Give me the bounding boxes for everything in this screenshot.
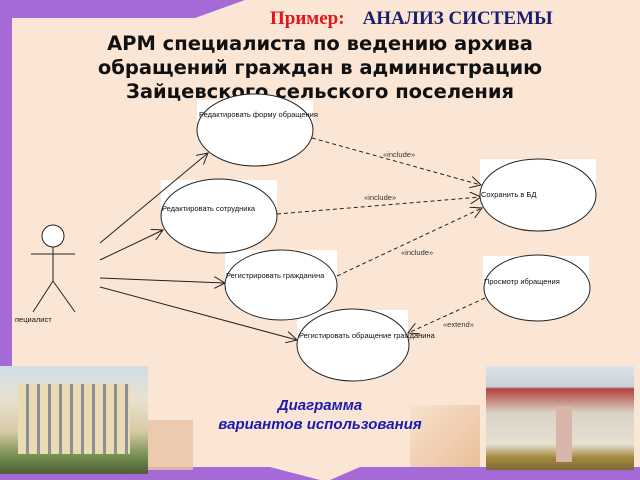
slide-caption: Диаграмма вариантов использования [180,396,460,434]
caption-line: вариантов использования [218,416,422,433]
use-case-uc4[interactable] [296,308,410,382]
title-line: обращений граждан в администрацию [97,56,543,79]
extend-label: «extend» [443,320,474,329]
section-title: АНАЛИЗ СИСТЕМЫ [362,8,553,29]
include-label: «include» [364,193,396,202]
use-case-label: Редактировать сотрудника [162,204,256,213]
keyboard-globe-image [148,420,193,470]
building-photo-left [0,366,148,474]
slide-header: Пример: АНАЛИЗ СИСТЕМЫ [270,8,553,30]
use-case-label: Сохранить в БД [481,190,536,199]
use-case-uc5[interactable] [479,158,597,232]
include-uc3-uc5 [336,208,482,277]
use-case-uc2[interactable] [160,178,278,254]
use-case-uc3[interactable] [224,249,338,321]
use-case-label: Регистрировать гражданина [226,271,325,280]
caption-line: Диаграмма [277,397,363,414]
bottom-band-right [330,467,640,480]
actor-label: пециалист [15,315,52,324]
actor-icon [31,224,76,313]
use-case-label: Просмотр ибращения [484,277,560,286]
building-photo-right [486,366,634,470]
title-line: Зайцевского сельского поселения [125,80,515,103]
chart-papers-image [410,405,480,467]
slide-title: АРМ специалиста по ведению архива обраще… [40,32,600,104]
use-case-label: Регистировать обращение гражданина [299,331,436,340]
extend-uc6-uc4 [408,297,486,333]
include-label: «include» [401,248,433,257]
association-uc1 [99,153,208,244]
use-case-uc6[interactable] [483,254,591,322]
association-uc4 [99,286,297,340]
include-uc2-uc5 [276,197,481,215]
association-uc2 [99,230,163,261]
association-uc3 [99,278,225,283]
example-label: Пример: [270,8,345,29]
use-case-uc1[interactable] [196,93,314,167]
use-case-label: Редактировать форму обращения [199,110,318,119]
include-uc1-uc5 [311,137,481,185]
include-label: «include» [383,150,415,159]
title-line: АРМ специалиста по ведению архива [107,32,533,55]
